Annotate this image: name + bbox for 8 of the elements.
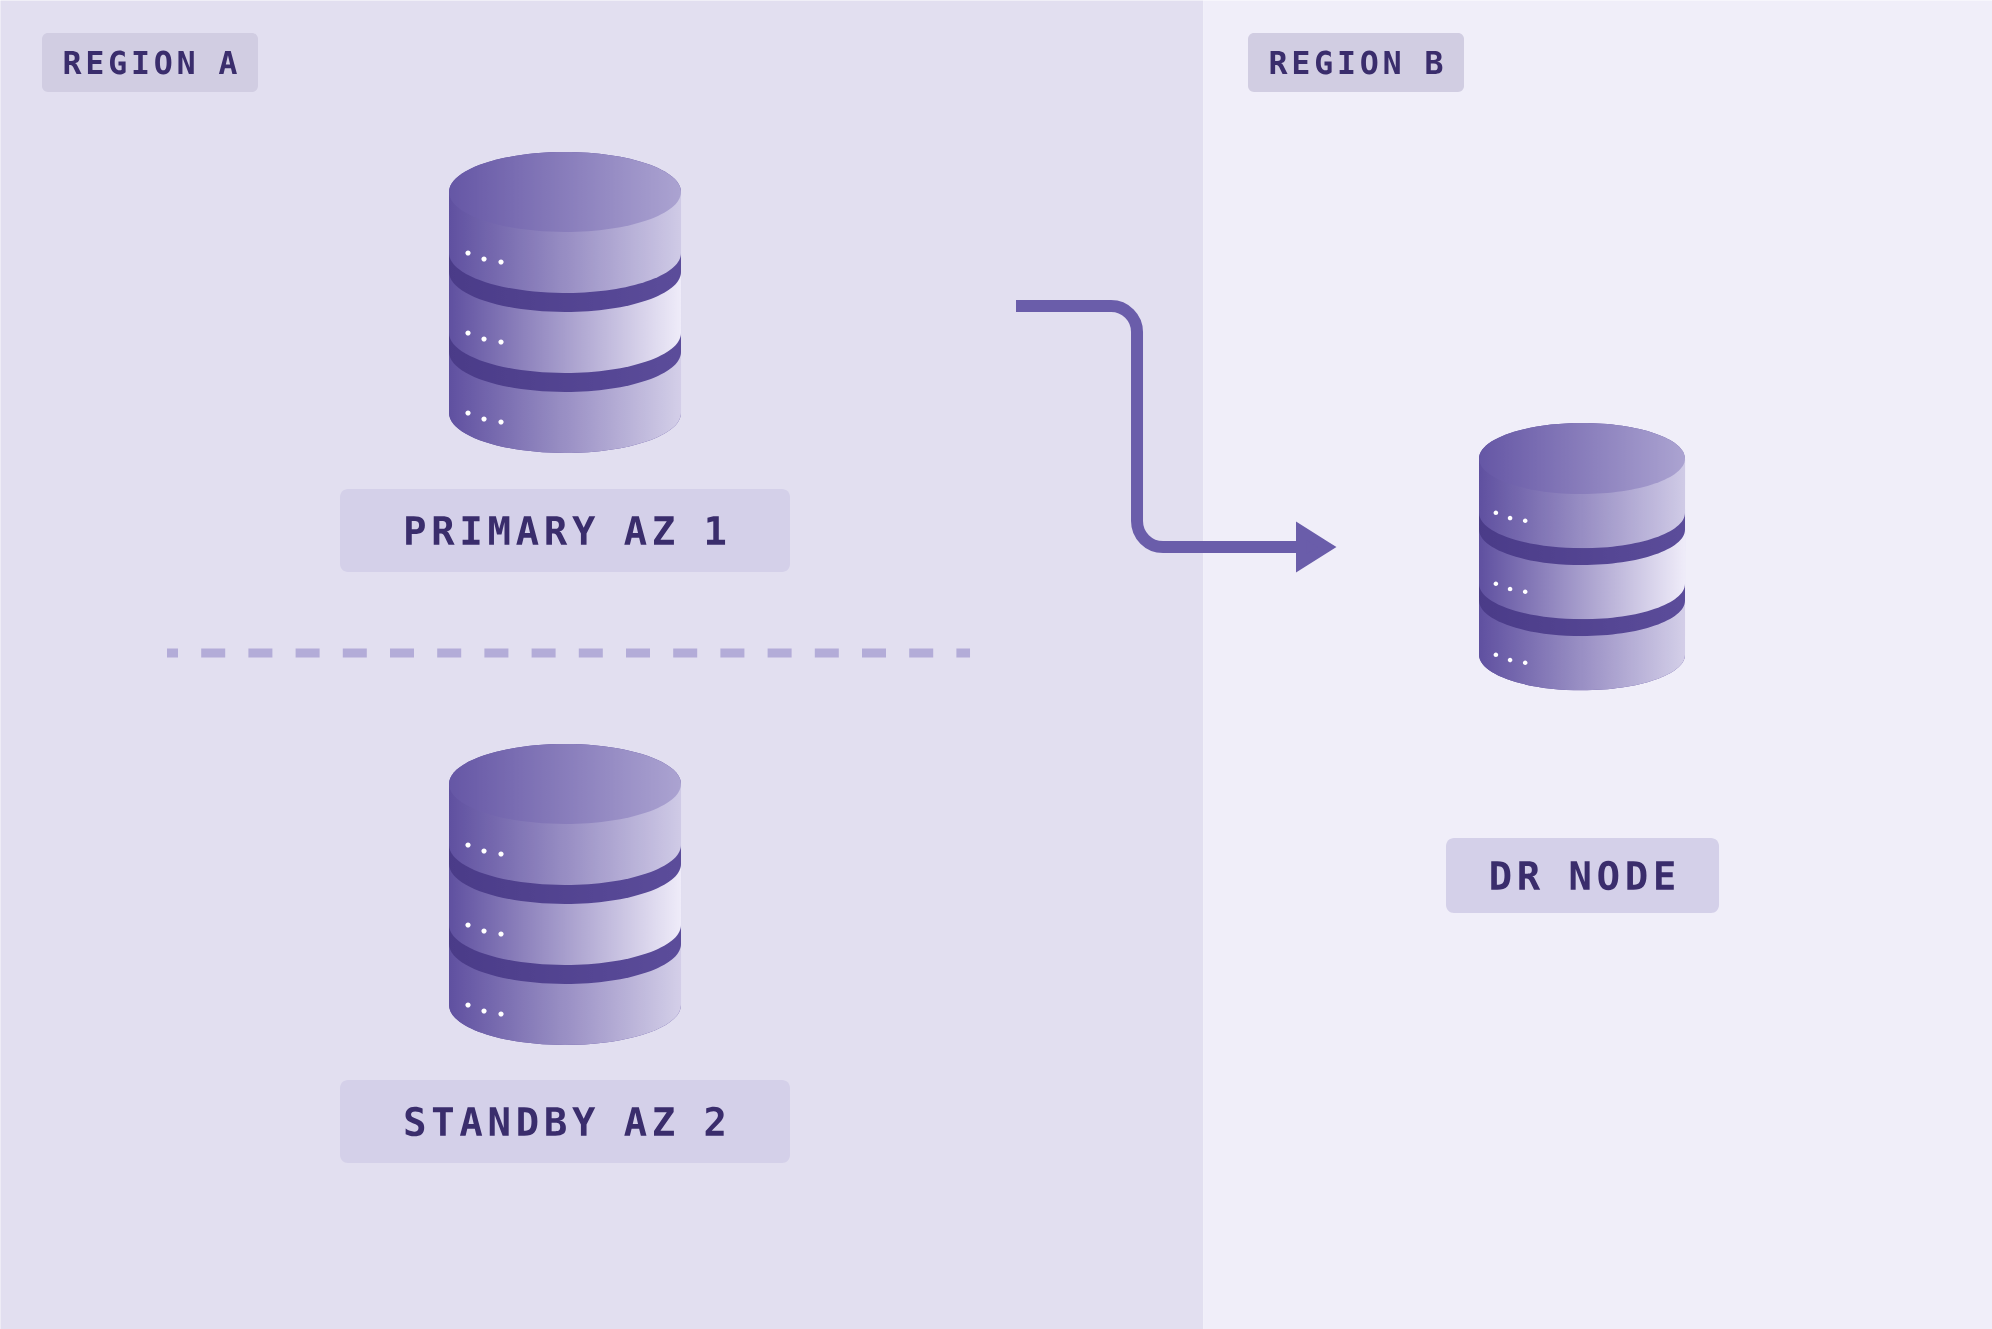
database-cylinder <box>449 744 681 1045</box>
label-box: PRIMARY AZ 1 <box>340 489 790 572</box>
database-cylinder <box>1479 423 1686 691</box>
region-tag: REGION A <box>42 33 258 92</box>
label-box: DR NODE <box>1446 838 1719 913</box>
region-tag: REGION B <box>1248 33 1464 92</box>
database-cylinder <box>449 152 681 453</box>
label-box: STANDBY AZ 2 <box>340 1080 790 1163</box>
